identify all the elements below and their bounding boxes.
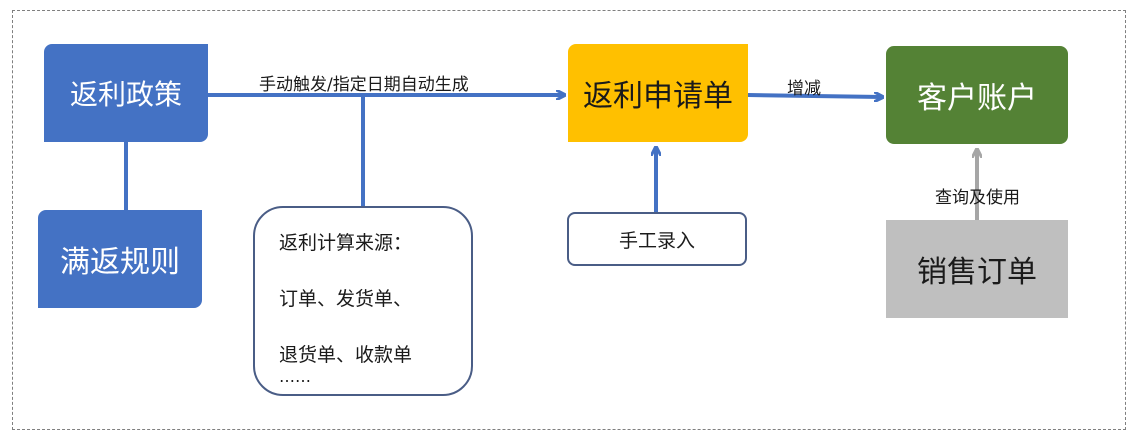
trigger-edge-label: 手动触发/指定日期自动生成 [259,75,469,95]
full-return-rule-node: 满返规则 [38,210,202,308]
calc-sources-title: 返利计算来源： [279,232,413,254]
sales-order-node: 销售订单 [886,220,1068,318]
calc-sources-node: 返利计算来源： 订单、发货单、 退货单、收款单 …… [253,206,473,396]
adjust-edge-label: 增减 [787,79,821,99]
manual-entry-node: 手工录入 [567,212,747,266]
rebate-request-label: 返利申请单 [583,79,733,114]
rebate-policy-node: 返利政策 [44,44,208,142]
calc-sources-line2: 退货单、收款单 [279,344,413,366]
request-to-account-arrow [747,95,882,97]
customer-account-node: 客户账户 [886,46,1068,144]
rebate-request-node: 返利申请单 [568,44,748,142]
query-edge-label: 查询及使用 [935,188,1020,208]
sales-order-label: 销售订单 [917,255,1037,290]
calc-sources-line1: 订单、发货单、 [279,288,413,310]
manual-entry-label: 手工录入 [618,229,695,252]
full-return-rule-label: 满返规则 [60,245,180,280]
rebate-policy-label: 返利政策 [69,78,182,111]
calc-sources-ellipsis: …… [279,367,311,386]
dashed-frame [12,10,1126,430]
customer-account-label: 客户账户 [917,81,1037,116]
